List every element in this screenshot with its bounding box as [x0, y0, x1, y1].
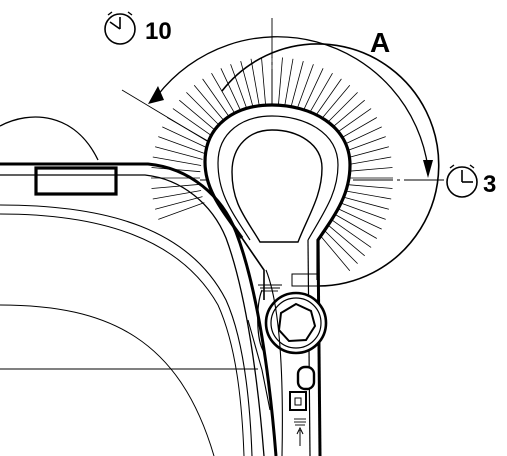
- body-panel: [0, 116, 283, 456]
- hatch-line: [154, 146, 203, 160]
- hatch-line: [334, 213, 378, 239]
- hatch-line: [317, 85, 351, 124]
- hatch-line: [343, 183, 393, 189]
- hatch-line: [339, 202, 386, 220]
- hatch-line: [290, 60, 304, 109]
- hatch-line: [172, 108, 214, 138]
- rotation-label: A: [370, 27, 390, 58]
- hatch-line: [317, 232, 351, 271]
- arrowhead-start: [148, 86, 164, 104]
- clock-10-icon: [104, 11, 136, 45]
- hatch-line: [152, 190, 202, 200]
- spring-clips: [258, 284, 306, 426]
- rotation-arrow: [156, 36, 429, 169]
- hatch-line: [250, 58, 260, 108]
- hatch-line: [230, 64, 248, 111]
- hatch-line: [220, 68, 242, 113]
- hatch-line: [152, 156, 202, 166]
- hatch-line: [326, 223, 365, 257]
- hatch-line: [186, 92, 222, 128]
- hatch-line: [277, 57, 283, 107]
- hatch-line: [342, 190, 392, 200]
- hatch-line: [343, 167, 393, 173]
- hatch-line: [240, 60, 254, 109]
- hatch-line: [179, 99, 218, 133]
- hatch-line: [162, 126, 207, 148]
- clock-3-icon: [446, 164, 478, 198]
- arrowhead-end: [423, 160, 433, 178]
- hatch-line: [341, 196, 390, 210]
- hatch-line: [302, 68, 324, 113]
- hatch-line: [307, 72, 333, 116]
- end-position-label: 3: [483, 171, 496, 198]
- hatch-line: [337, 208, 382, 230]
- hatch-line: [154, 196, 203, 210]
- hatch-line: [330, 218, 372, 248]
- hatch-line: [158, 202, 205, 220]
- hatch-line: [211, 72, 237, 116]
- hatch-line: [312, 78, 342, 120]
- lock-cylinder: [257, 273, 328, 355]
- latch-pin: [289, 365, 316, 446]
- hatch-line: [296, 64, 314, 111]
- hatch-line: [193, 85, 227, 124]
- start-position-label: 10: [145, 18, 172, 45]
- hatch-line: [284, 58, 294, 108]
- hatch-line: [322, 228, 358, 264]
- hatch-line: [202, 78, 232, 120]
- hatch-line: [151, 183, 201, 189]
- handle: [203, 103, 352, 456]
- hatch-line: [261, 57, 267, 107]
- hatch-line: [158, 136, 205, 154]
